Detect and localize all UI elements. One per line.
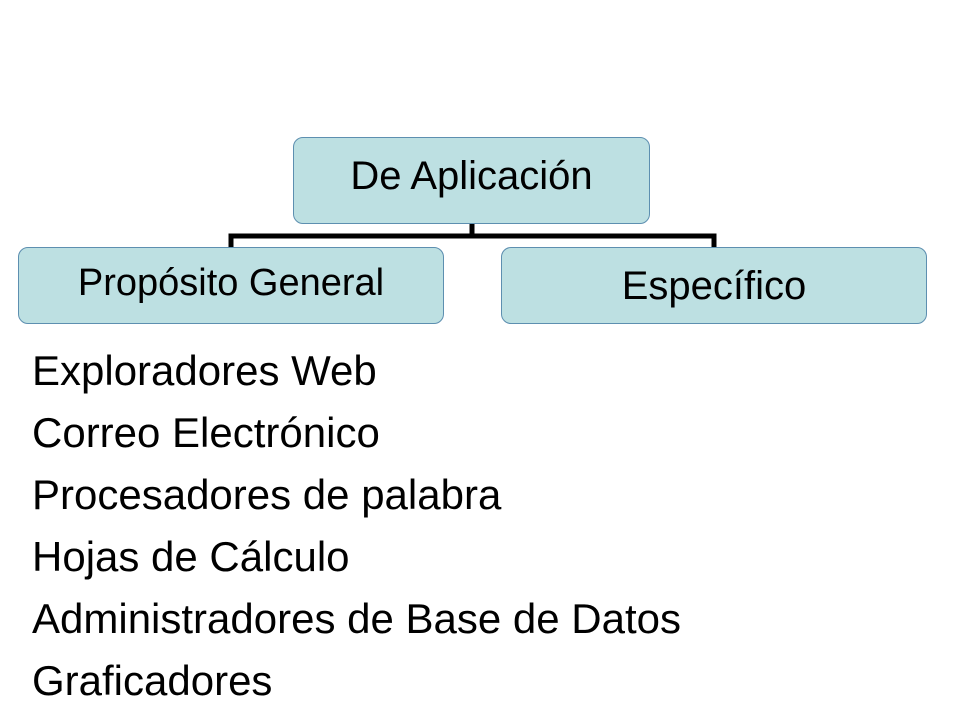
list-item: Hojas de Cálculo	[32, 533, 350, 580]
node-de-aplicacion-label: De Aplicación	[350, 154, 593, 198]
node-proposito-general: Propósito General	[18, 247, 444, 324]
application-examples-list: Exploradores Web Correo Electrónico Proc…	[32, 340, 681, 712]
list-item: Correo Electrónico	[32, 409, 380, 456]
list-item: Graficadores	[32, 657, 273, 704]
list-item: Administradores de Base de Datos	[32, 595, 682, 642]
node-de-aplicacion: De Aplicación	[293, 137, 650, 224]
node-especifico-label: Específico	[621, 264, 807, 308]
node-proposito-general-label: Propósito General	[77, 262, 385, 304]
list-item: Exploradores Web	[32, 347, 377, 394]
list-item: Procesadores de palabra	[32, 471, 502, 518]
node-especifico: Específico	[501, 247, 927, 324]
